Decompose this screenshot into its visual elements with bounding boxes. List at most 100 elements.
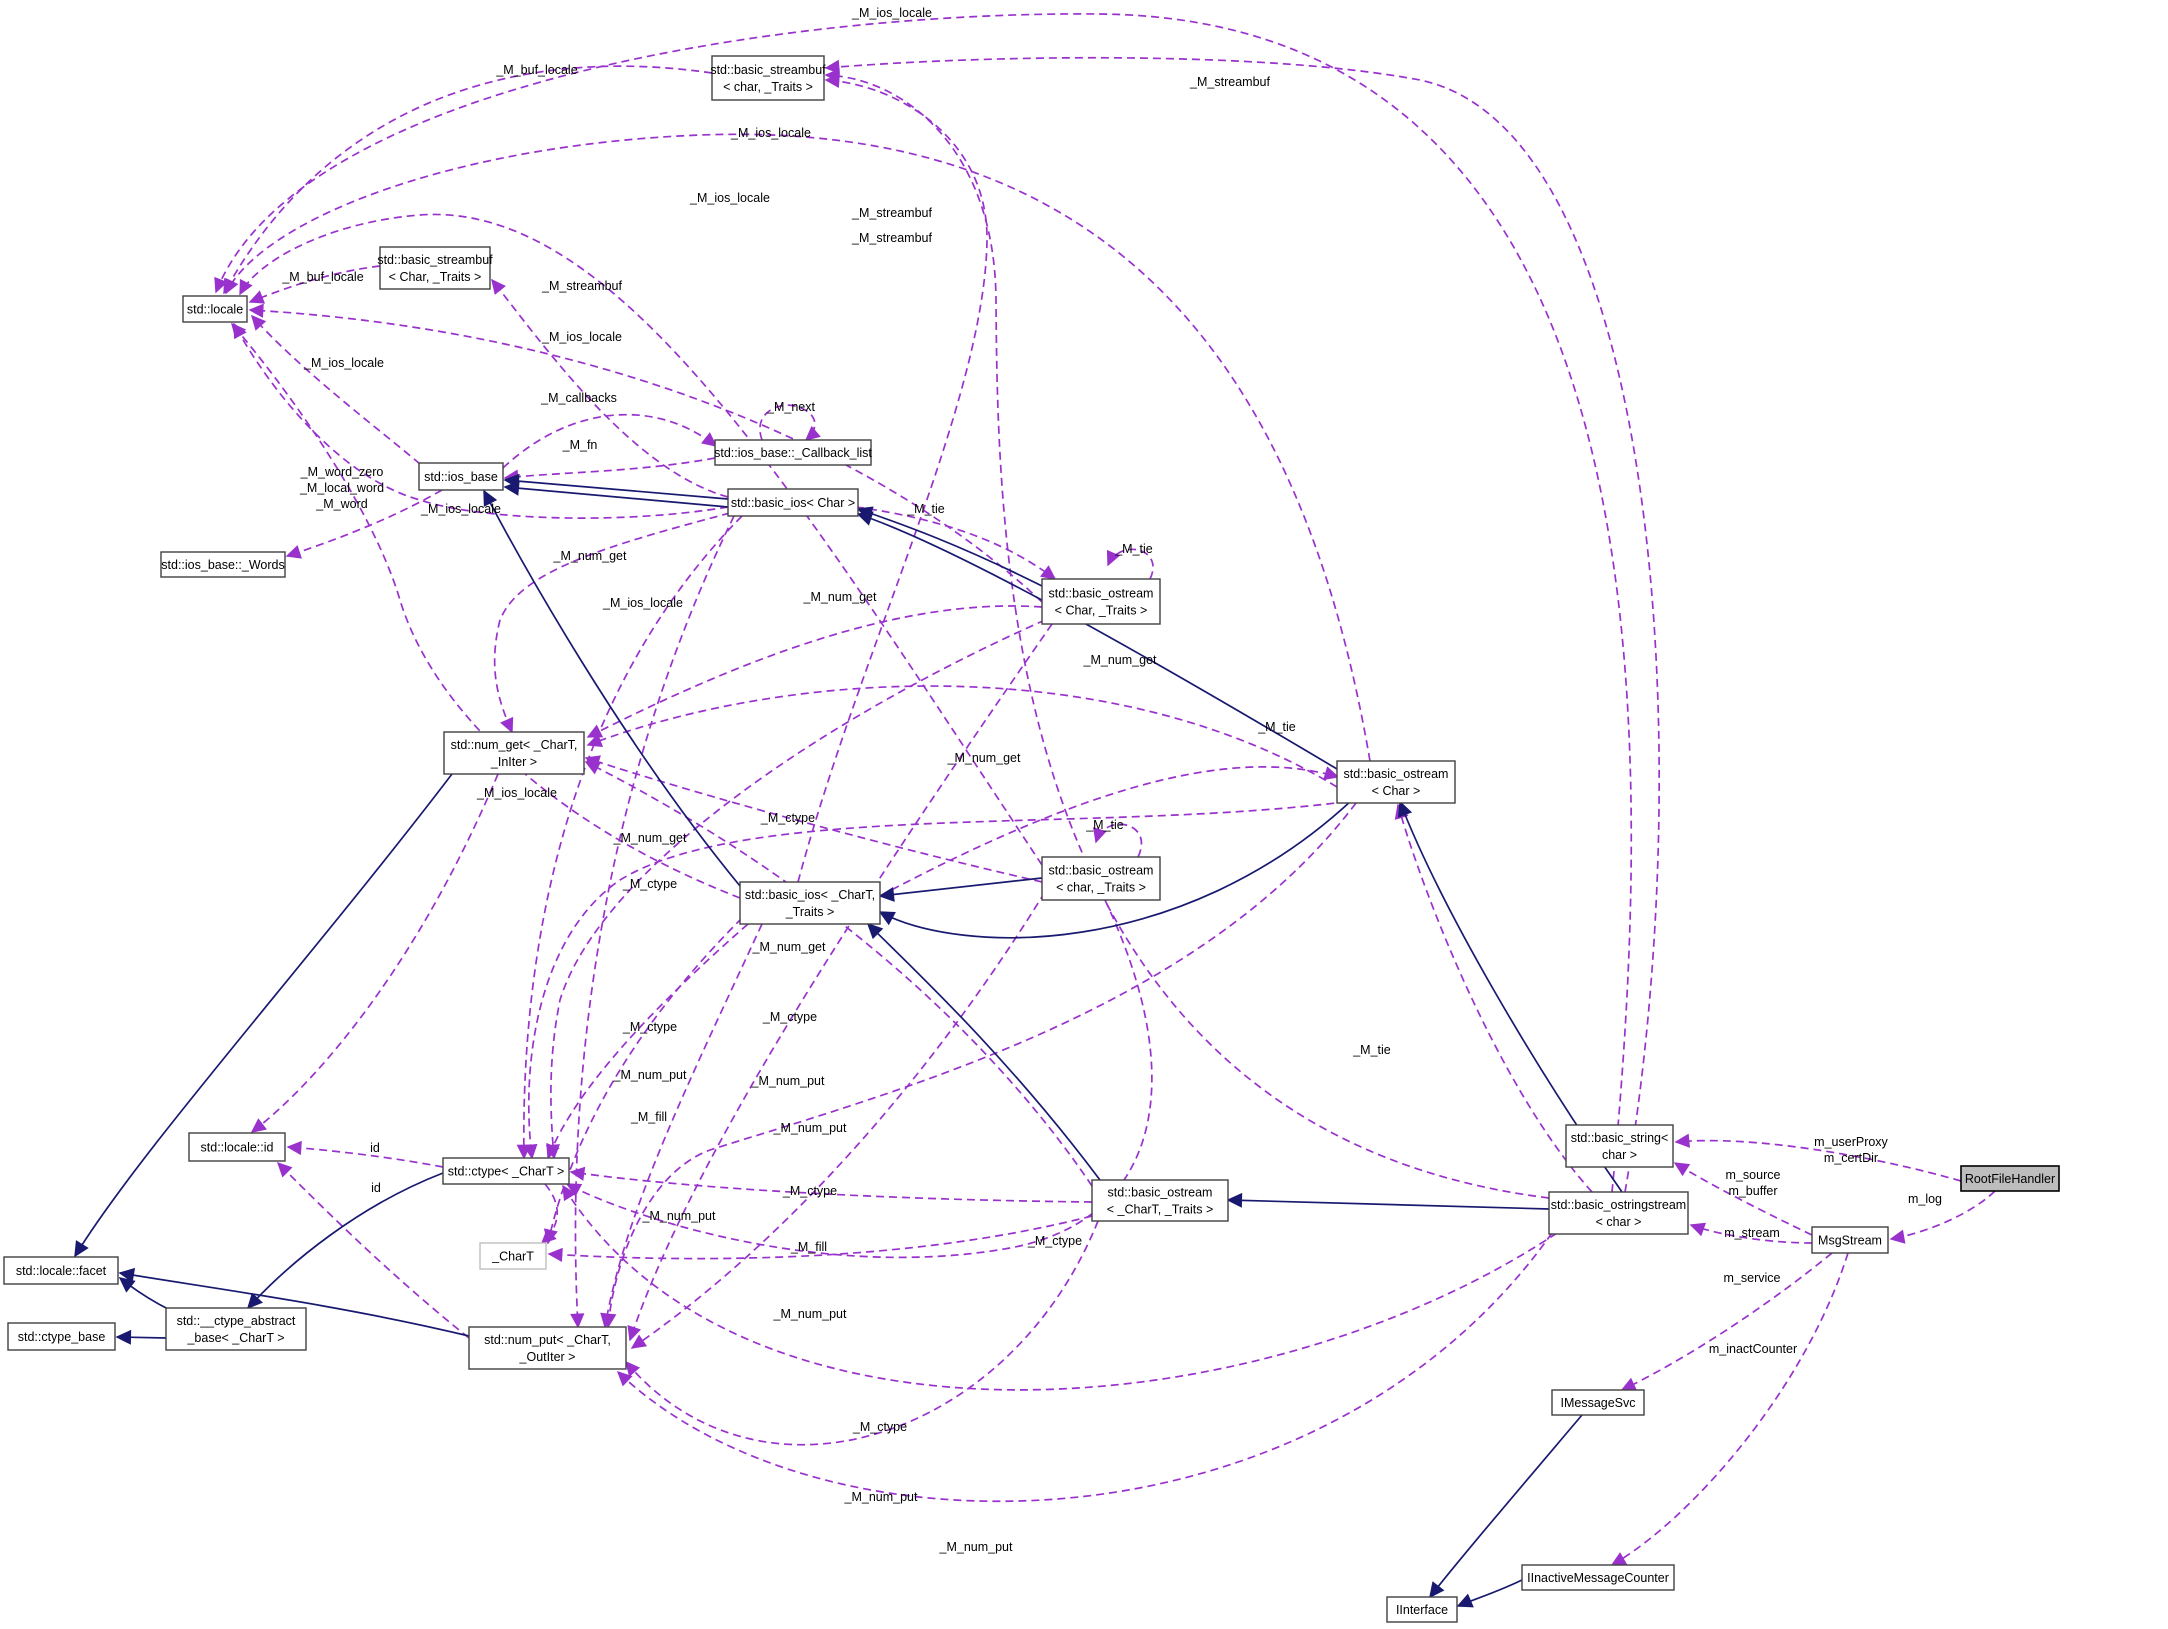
edge-label-_M_streambuf: _M_streambuf [851,231,932,245]
edge-osCharTraits-numput [627,623,1053,1342]
edge-label-m_stream: m_stream [1724,1226,1780,1240]
edge-label-_M_num_put: _M_num_put [613,1068,687,1082]
node-basic-ostream-Char-Traits[interactable]: std::basic_ostream< Char, _Traits > [1041,578,1161,625]
node-basic-ostringstream-char[interactable]: std::basic_ostringstream< char > [1548,1191,1689,1235]
edge-label-_M_tie: _M_tie [1085,818,1124,832]
edge-rfh-msgstream [1889,1190,1996,1244]
edge-label-_M_num_put: _M_num_put [939,1540,1013,1554]
edge-numput-facet [118,1267,470,1337]
node-basic-string-char[interactable]: std::basic_string<char > [1565,1124,1674,1168]
edge-label-_M_num_get: _M_num_get [947,751,1021,765]
node-box-num-put [468,1326,627,1370]
node-ctype[interactable]: std::ctype< _CharT > [442,1157,570,1185]
node-ios-base-words[interactable]: std::ios_base::_Words [160,551,286,578]
node-label-iinactive-message-counter: IInactiveMessageCounter [1527,1571,1669,1585]
node-iinterface[interactable]: IInterface [1386,1596,1458,1623]
edge-label-_M_next: _M_next [766,400,815,414]
node-label-ctype-abstract-base: std::__ctype_abstract_base< _CharT > [177,1314,296,1345]
edge-osChar-numget [586,685,1338,788]
edge-osstream-osCharTTraits [1226,1192,1550,1210]
node-basic-ostream-Char[interactable]: std::basic_ostream< Char > [1336,760,1456,804]
node-box-locale-id [188,1132,286,1162]
edge-ioscharT-oscharTraits-tie [1093,823,1143,858]
node-locale-id[interactable]: std::locale::id [188,1132,286,1162]
edge-iosChar-numput [570,515,735,1329]
edge-label-_M_fill: _M_fill [630,1110,667,1124]
node-imessage-svc[interactable]: IMessageSvc [1551,1389,1645,1416]
node-ctype-abstract-base[interactable]: std::__ctype_abstract_base< _CharT > [165,1307,307,1351]
edge-osstream-sbchar-right [824,56,1661,1193]
node-box-root-file-handler [1960,1165,2060,1192]
node-box-ctype [442,1157,570,1185]
edge-label-_M_streambuf: _M_streambuf [541,279,622,293]
edge-osstream-locale [214,13,1633,1193]
edge-label-_M_num_put: _M_num_put [844,1490,918,1504]
edge-osstream-ctype [562,1184,1558,1391]
edge-osChar-ctype [523,799,1361,1160]
node-box-basic-string-char [1565,1124,1674,1168]
node-locale-facet[interactable]: std::locale::facet [3,1256,119,1285]
node-box-ios-base-callback-list [714,439,872,466]
node-label-locale-facet: std::locale::facet [16,1264,107,1278]
node-basic-ios-Char[interactable]: std::basic_ios< Char > [727,488,859,517]
edge-label-_M_ctype: _M_ctype [622,1020,677,1034]
edge-osCharTraits-numget [586,605,1043,738]
node-msg-stream[interactable]: MsgStream [1811,1226,1889,1254]
node-box-ios-base-words [160,551,286,578]
node-basic-streambuf-Char[interactable]: std::basic_streambuf< Char, _Traits > [377,246,493,290]
edge-osCharTraits-ctype [545,619,1046,1160]
edge-label-_M_tie: _M_tie [1352,1043,1391,1057]
edge-iosChar-osCharTraits [855,506,1057,580]
edge-label-_M_ios_locale: _M_ios_locale [602,596,683,610]
edge-osChar-numput [602,802,1357,1329]
node-label-ctype: std::ctype< _CharT > [448,1165,565,1179]
node-ios-base[interactable]: std::ios_base [418,462,504,491]
node-label-ctype-base: std::ctype_base [18,1330,106,1344]
edge-iosCharT-osChar-tie [879,766,1340,897]
node-box-iinactive-message-counter [1521,1564,1675,1591]
node-basic-ios-CharT[interactable]: std::basic_ios< _CharT,_Traits > [739,881,881,925]
edge-label-_M_word_zero-_M_local_word-_M_word: _M_word_zero_M_local_word_M_word [299,465,384,511]
node-root-file-handler[interactable]: RootFileHandler [1960,1165,2060,1192]
edge-osCharTTraits-numput [625,1220,1099,1446]
edge-callbacklist-self [759,404,821,441]
node-basic-streambuf-char[interactable]: std::basic_streambuf< char, _Traits > [710,55,826,101]
node-box-iinterface [1386,1596,1458,1623]
node-basic-ostream-char-Traits[interactable]: std::basic_ostream< char, _Traits > [1041,856,1161,901]
node-ios-base-callback-list[interactable]: std::ios_base::_Callback_list [714,439,872,466]
node-box-imessage-svc [1551,1389,1645,1416]
edge-iosChar-iosbase [503,473,729,500]
node-label-ios-base-words: std::ios_base::_Words [161,558,284,572]
edge-label-_M_fill: _M_fill [790,1240,827,1254]
node-label-basic-streambuf-char: std::basic_streambuf< char, _Traits > [710,63,826,94]
edge-label-_M_ctype: _M_ctype [622,877,677,891]
node-num-put[interactable]: std::num_put< _CharT,_OutIter > [468,1326,627,1370]
node-basic-ostream-CharT-Traits[interactable]: std::basic_ostream< _CharT, _Traits > [1091,1179,1229,1222]
node-num-get[interactable]: std::num_get< _CharT,_InIter > [443,731,585,775]
node-box-ctype-base [7,1322,116,1351]
node-box-chart [479,1242,547,1270]
edge-osCharTraits-locale [248,303,1043,603]
node-box-locale [182,295,248,323]
node-label-basic-ios-CharT: std::basic_ios< _CharT,_Traits > [745,888,875,919]
node-chart[interactable]: _CharT [479,1242,547,1270]
node-box-ctype-abstract-base [165,1307,307,1351]
edge-osCharTTraits-CharT [547,1215,1093,1262]
node-locale[interactable]: std::locale [182,295,248,323]
edge-osCharTTraits-iosCharT [866,922,1101,1181]
node-iinactive-message-counter[interactable]: IInactiveMessageCounter [1521,1564,1675,1591]
node-ctype-base[interactable]: std::ctype_base [7,1322,116,1351]
edge-label-_M_ctype: _M_ctype [762,1010,817,1024]
node-label-ios-base: std::ios_base [424,470,498,484]
edge-label-_M_ios_locale: _M_ios_locale [541,330,622,344]
edge-label-_M_tie: _M_tie [1257,720,1296,734]
node-box-num-get [443,731,585,775]
edge-label-_M_buf_locale: _M_buf_locale [495,63,577,77]
node-label-root-file-handler: RootFileHandler [1965,1172,2055,1186]
edge-label-_M_ios_locale: _M_ios_locale [476,786,557,800]
edge-osstream-numput [616,1232,1553,1503]
edge-ctype-id [286,1140,444,1168]
edge-oscharTraits-iosCharT [878,877,1043,902]
